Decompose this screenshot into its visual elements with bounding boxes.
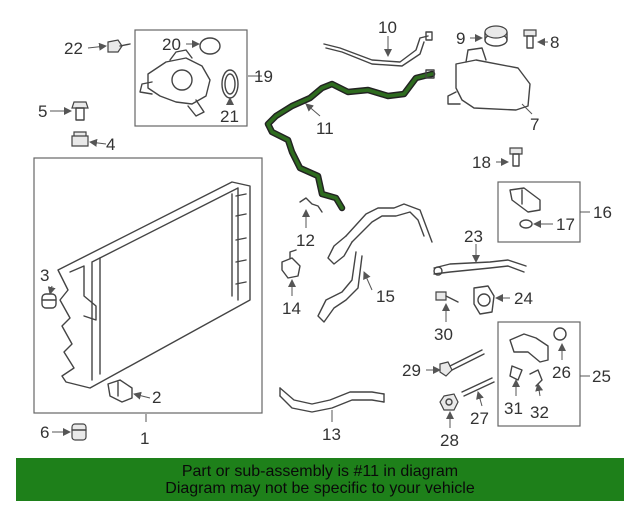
callout-26: 26 xyxy=(552,363,571,382)
callout-27: 27 xyxy=(470,409,489,428)
valve-group-box xyxy=(497,321,581,427)
washer-part-26 xyxy=(553,327,567,341)
callout-32: 32 xyxy=(530,403,549,422)
callout-2: 2 xyxy=(152,388,161,407)
seal-part-21 xyxy=(221,69,239,99)
callout-25: 25 xyxy=(592,367,611,386)
callout-13: 13 xyxy=(322,425,341,444)
fitting-part-31 xyxy=(509,365,523,381)
callout-8: 8 xyxy=(550,33,559,52)
bolt-part-18 xyxy=(509,147,523,167)
clip-part-12 xyxy=(299,197,323,213)
clip-part-4 xyxy=(71,131,89,147)
callout-29: 29 xyxy=(402,361,421,380)
callout-18: 18 xyxy=(472,153,491,172)
sensor-part-2 xyxy=(107,379,133,403)
o-ring-part-17 xyxy=(519,219,533,229)
hose-part-13 xyxy=(279,387,385,413)
bolt-part-5 xyxy=(71,101,89,121)
gasket-part-20 xyxy=(199,37,221,55)
callout-9: 9 xyxy=(456,29,465,48)
thermostat-group-box xyxy=(134,29,248,127)
coolant-hose-part-11 xyxy=(264,69,436,212)
callout-3: 3 xyxy=(40,266,49,285)
callout-31: 31 xyxy=(504,399,523,418)
callout-22: 22 xyxy=(64,39,83,58)
cap-part-9 xyxy=(484,25,508,47)
drain-plug-part-3 xyxy=(41,293,57,309)
sensor-part-16 xyxy=(509,187,541,213)
callout-12: 12 xyxy=(296,231,315,250)
callout-7: 7 xyxy=(530,115,539,134)
hose-part-10 xyxy=(323,31,433,67)
bolt-part-8 xyxy=(523,29,537,49)
valve-part-25 xyxy=(509,333,549,363)
bolt-part-29 xyxy=(439,349,485,377)
nut-part-28 xyxy=(439,393,459,411)
callout-19: 19 xyxy=(254,67,273,86)
callout-14: 14 xyxy=(282,299,301,318)
flange-part-24 xyxy=(473,285,495,315)
radiator-part xyxy=(57,181,251,389)
callout-23: 23 xyxy=(464,227,483,246)
pipe-part-23 xyxy=(433,259,527,276)
callout-20: 20 xyxy=(162,35,181,54)
bolt-part-30 xyxy=(435,291,459,303)
notice-banner: Part or sub-assembly is #11 in diagram D… xyxy=(16,458,624,501)
callout-1: 1 xyxy=(140,429,149,448)
reservoir-part-7 xyxy=(447,47,531,111)
clip-part-32 xyxy=(529,369,543,387)
bushing-part-6 xyxy=(71,423,87,441)
parts-diagram: 1 2 3 4 5 6 7 8 9 10 11 12 13 14 15 16 1… xyxy=(33,18,612,450)
hose-part-15 xyxy=(317,203,433,323)
callout-30: 30 xyxy=(434,325,453,344)
callout-28: 28 xyxy=(440,431,459,450)
notice-line-2: Diagram may not be specific to your vehi… xyxy=(165,479,475,497)
callout-labels: 1 2 3 4 5 6 7 8 9 10 11 12 13 14 15 16 1… xyxy=(38,18,612,450)
callout-21: 21 xyxy=(220,107,239,126)
leader-lines xyxy=(47,34,590,436)
callout-24: 24 xyxy=(514,289,533,308)
radiator-group-box xyxy=(33,157,263,414)
callout-17: 17 xyxy=(556,215,575,234)
notice-line-1: Part or sub-assembly is #11 in diagram xyxy=(181,462,459,480)
callout-4: 4 xyxy=(106,135,115,154)
callout-15: 15 xyxy=(376,287,395,306)
bolt-part-22 xyxy=(107,39,131,53)
stud-part-27 xyxy=(461,377,495,397)
bracket-part-14 xyxy=(281,249,301,279)
callout-5: 5 xyxy=(38,102,47,121)
callout-10: 10 xyxy=(378,18,397,37)
callout-16: 16 xyxy=(593,203,612,222)
thermostat-housing-part-19 xyxy=(139,49,211,117)
callout-11: 11 xyxy=(316,119,334,138)
callout-6: 6 xyxy=(40,423,49,442)
